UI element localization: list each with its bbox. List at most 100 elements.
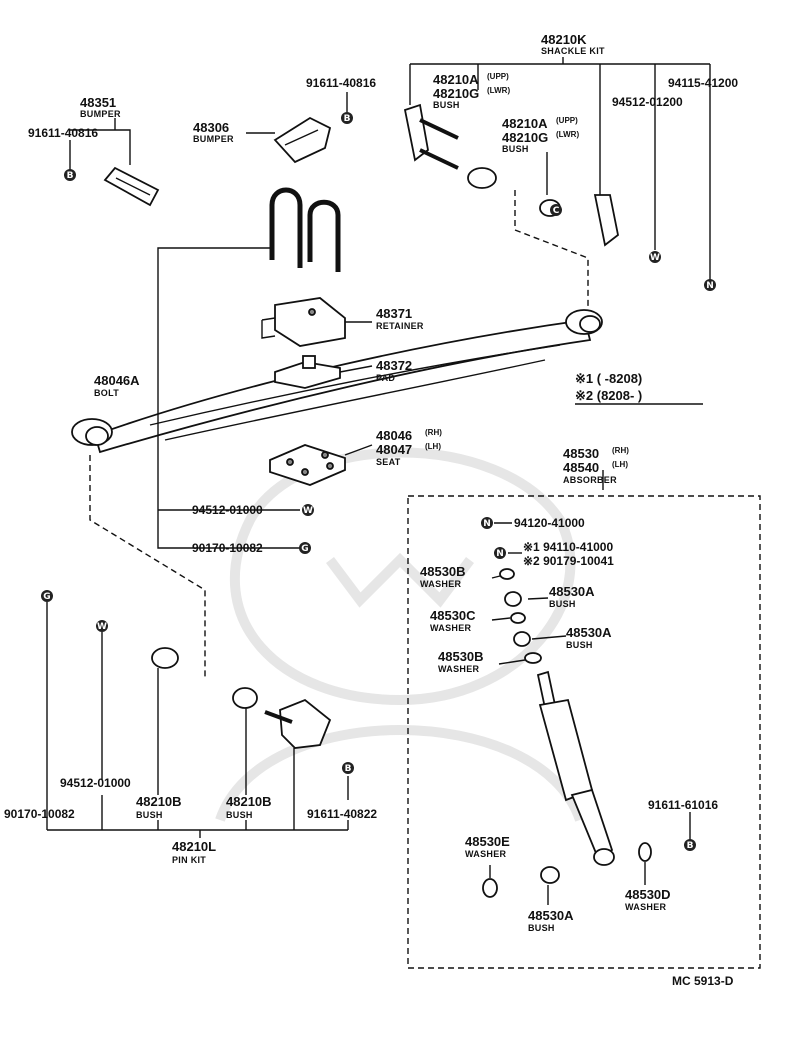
leaf-spring bbox=[71, 309, 603, 454]
pad-part bbox=[274, 355, 341, 389]
bush-48530a-3-pn: 48530A bbox=[528, 908, 574, 923]
svg-text:N: N bbox=[706, 281, 714, 291]
seat-rh-sup: (RH) bbox=[425, 428, 442, 437]
washer-94512-mid: 94512-01000 bbox=[192, 503, 263, 517]
bolt-91611-top: 91611-40816 bbox=[306, 76, 376, 90]
bush-48530a-1-pn: 48530A bbox=[549, 584, 595, 599]
retainer-pn: 48371 bbox=[376, 306, 412, 321]
bush-lwr-sup: (LWR) bbox=[487, 86, 510, 95]
b-symbol-icon: B bbox=[684, 839, 696, 851]
absorber-lh-sup: (LH) bbox=[612, 460, 628, 469]
b-symbol-icon: B bbox=[341, 112, 353, 124]
bolt-91611-61016: 91611-61016 bbox=[648, 798, 718, 812]
bumper-48351-part bbox=[103, 166, 160, 207]
bush-48210b-1-name: BUSH bbox=[136, 810, 163, 820]
bumper-48306-part bbox=[273, 116, 332, 164]
washer-94512-top: 94512-01200 bbox=[612, 95, 683, 109]
bush-lwr-pn: 48210G bbox=[433, 86, 479, 101]
note-2: ※2 (8208- ) bbox=[575, 388, 642, 403]
seat-lh-pn: 48047 bbox=[376, 442, 412, 457]
bolt-91611-left: 91611-40816 bbox=[28, 126, 98, 140]
bumper-48306-pn: 48306 bbox=[193, 120, 229, 135]
pin-kit-name: PIN KIT bbox=[172, 855, 206, 865]
b-symbol-icon: B bbox=[342, 762, 354, 774]
washer-48530d-pn: 48530D bbox=[625, 887, 671, 902]
g-symbol-icon: G bbox=[41, 590, 53, 602]
bush-48530a-3-name: BUSH bbox=[528, 923, 555, 933]
absorber-rh-sup: (RH) bbox=[612, 446, 629, 455]
w-symbol-icon: W bbox=[649, 251, 661, 263]
washer-48530b-1-name: WASHER bbox=[420, 579, 462, 589]
pad-pn: 48372 bbox=[376, 358, 412, 373]
bumper-48351-pn: 48351 bbox=[80, 95, 116, 110]
watermark bbox=[215, 447, 585, 822]
svg-text:C: C bbox=[553, 206, 560, 216]
symbol-markers: B B C W N W G N N G W B B bbox=[41, 112, 716, 851]
washer-48530d-name: WASHER bbox=[625, 902, 667, 912]
bush-name: BUSH bbox=[433, 100, 460, 110]
leader-lines bbox=[46, 57, 761, 969]
figure-code: MC 5913-D bbox=[672, 974, 734, 988]
washer-48530b-2-name: WASHER bbox=[438, 664, 480, 674]
note-1: ※1 ( -8208) bbox=[575, 371, 642, 386]
c-symbol-icon: C bbox=[550, 204, 562, 216]
washer-48530c-name: WASHER bbox=[430, 623, 472, 633]
bush-48210b-1-pn: 48210B bbox=[136, 794, 182, 809]
bush-48210b-2-pn: 48210B bbox=[226, 794, 272, 809]
bush2-upp-sup: (UPP) bbox=[556, 116, 578, 125]
washer-48530b-2-pn: 48530B bbox=[438, 649, 484, 664]
washer-94512-low: 94512-01000 bbox=[60, 776, 131, 790]
absorber-lh-pn: 48540 bbox=[563, 460, 599, 475]
svg-text:W: W bbox=[97, 622, 107, 632]
washer-48530e-pn: 48530E bbox=[465, 834, 510, 849]
washer-48530b-1-pn: 48530B bbox=[420, 564, 466, 579]
n-symbol-icon: N bbox=[481, 517, 493, 529]
svg-text:B: B bbox=[344, 114, 351, 124]
shackle-parts bbox=[403, 103, 619, 247]
absorber-name: ABSORBER bbox=[563, 475, 617, 485]
b-symbol-icon: B bbox=[64, 169, 76, 181]
svg-text:B: B bbox=[345, 764, 352, 774]
nut-94110: ※1 94110-41000 bbox=[523, 540, 613, 554]
nut-90179: ※2 90179-10041 bbox=[523, 554, 614, 568]
seat-name: SEAT bbox=[376, 457, 401, 467]
washer-48530e-name: WASHER bbox=[465, 849, 507, 859]
nut-94115: 94115-41200 bbox=[668, 76, 738, 90]
bush2-lwr-sup: (LWR) bbox=[556, 130, 579, 139]
pin-kit-parts bbox=[151, 647, 332, 749]
shackle-kit-name: SHACKLE KIT bbox=[541, 46, 605, 56]
bush-upp-pn: 48210A bbox=[433, 72, 479, 87]
bumper-48306-name: BUMPER bbox=[193, 134, 234, 144]
seat-lh-sup: (LH) bbox=[425, 442, 441, 451]
pad-name: PAD bbox=[376, 373, 395, 383]
n-symbol-icon: N bbox=[704, 279, 716, 291]
bumper-48351-name: BUMPER bbox=[80, 109, 121, 119]
svg-text:W: W bbox=[303, 506, 313, 516]
absorber-parts bbox=[482, 568, 652, 898]
nut-90170-mid: 90170-10082 bbox=[192, 541, 263, 555]
retainer-part bbox=[261, 297, 346, 347]
svg-text:W: W bbox=[650, 253, 660, 263]
washer-48530c-pn: 48530C bbox=[430, 608, 476, 623]
svg-text:B: B bbox=[687, 841, 694, 851]
nut-90170-low: 90170-10082 bbox=[4, 807, 75, 821]
svg-text:G: G bbox=[301, 544, 308, 554]
shackle-kit-pn: 48210K bbox=[541, 32, 587, 47]
bush-48530a-1-name: BUSH bbox=[549, 599, 576, 609]
bush-48210b-2-name: BUSH bbox=[226, 810, 253, 820]
w-symbol-icon: W bbox=[302, 504, 314, 516]
w-symbol-icon: W bbox=[96, 620, 108, 632]
g-symbol-icon: G bbox=[299, 542, 311, 554]
svg-text:N: N bbox=[483, 519, 491, 529]
seat-part bbox=[269, 444, 346, 486]
bolt-48046a-pn: 48046A bbox=[94, 373, 140, 388]
svg-text:N: N bbox=[496, 549, 504, 559]
absorber-rh-pn: 48530 bbox=[563, 446, 599, 461]
svg-text:G: G bbox=[43, 592, 50, 602]
n-symbol-icon: N bbox=[494, 547, 506, 559]
bolt-91611-40822: 91611-40822 bbox=[307, 807, 377, 821]
bush-upp-sup: (UPP) bbox=[487, 72, 509, 81]
labels: 48210K SHACKLE KIT 48210A (UPP) 48210G (… bbox=[4, 32, 738, 988]
